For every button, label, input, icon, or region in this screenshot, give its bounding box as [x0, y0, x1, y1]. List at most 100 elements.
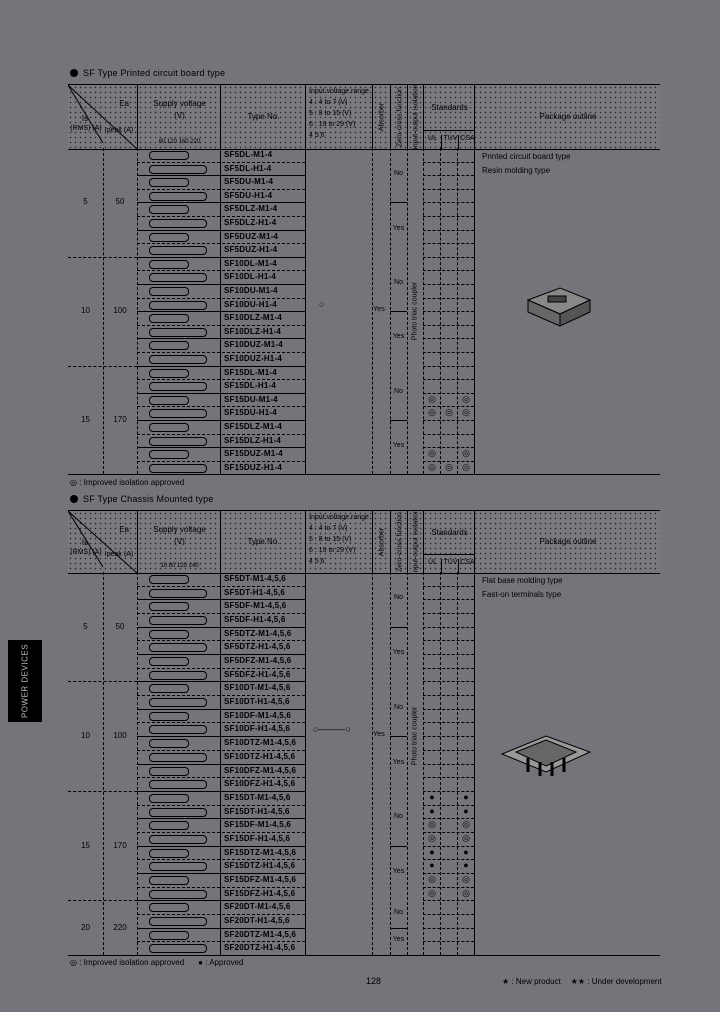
type-number[interactable]: SF20DT-H1-4,5,6 [224, 916, 290, 925]
row-divider [137, 433, 305, 435]
column-divider [390, 572, 391, 956]
zero-divider [390, 311, 407, 313]
type-number[interactable]: SF20DTZ-M1-4,5,6 [224, 929, 297, 939]
side-section-tab[interactable]: POWER DEVICES [8, 640, 42, 722]
input-input_cols: 4 5 6 [309, 132, 325, 139]
type-number[interactable]: SF5DFZ-M1-4,5,6 [224, 656, 292, 666]
type-number[interactable]: SF15DLZ-H1-4 [224, 435, 282, 445]
type-number[interactable]: SF10DF-H1-4,5,6 [224, 724, 291, 734]
type-number[interactable]: SF5DU-M1-4 [224, 177, 274, 187]
type-number[interactable]: SF5DF-M1-4,5,6 [224, 601, 287, 611]
type-number[interactable]: SF15DT-H1-4,5,6 [224, 806, 290, 816]
type-number[interactable]: SF10DTZ-M1-4,5,6 [224, 738, 297, 748]
group-is: 15 [81, 415, 90, 424]
std-row-divider [423, 338, 474, 340]
std-row-divider [423, 433, 474, 435]
chassis-package-drawing [500, 735, 592, 776]
type-number[interactable]: SF15DUZ-M1-4 [224, 449, 283, 459]
section-title-text: SF Type Chassis Mounted type [83, 494, 214, 504]
group-is: 10 [81, 731, 90, 741]
type-number[interactable]: SF15DTZ-M1-4,5,6 [224, 847, 297, 857]
row-divider [137, 599, 305, 601]
type-number[interactable]: SF10DU-M1-4 [224, 286, 278, 295]
supply-voltage-range-bar [149, 219, 207, 228]
std-row-divider [423, 804, 474, 806]
type-number[interactable]: SF5DLZ-H1-4 [224, 218, 277, 227]
type-number[interactable]: SF10DFZ-H1-4,5,6 [224, 779, 296, 789]
zero-cross-value: Yes [392, 442, 405, 450]
row-divider [137, 338, 305, 340]
std-row-divider [423, 790, 474, 792]
type-number[interactable]: SF15DFZ-H1-4,5,6 [224, 888, 296, 898]
type-number[interactable]: SF10DFZ-M1-4,5,6 [224, 765, 297, 775]
type-number[interactable]: SF10DT-H1-4,5,6 [224, 697, 290, 707]
absorber-value: Yes [373, 731, 385, 739]
type-number[interactable]: SF15DF-H1-4,5,6 [224, 833, 291, 843]
std-row-divider [423, 406, 474, 408]
row-divider [137, 365, 305, 367]
type-number[interactable]: SF5DFZ-H1-4,5,6 [224, 669, 291, 679]
header-ul: UL [428, 135, 437, 142]
header-ea: Ea [119, 525, 129, 534]
type-number[interactable]: SF5DL-M1-4 [224, 150, 273, 159]
header-absorber-text: Absorber [378, 102, 386, 132]
type-number[interactable]: SF15DL-M1-4 [224, 367, 277, 377]
zero-cross-value: No [394, 279, 403, 286]
row-divider [137, 270, 305, 272]
std-row-divider [423, 900, 474, 902]
header-isolation-text: Input-output isolation [412, 84, 420, 150]
type-number[interactable]: SF5DT-H1-4,5,6 [224, 587, 286, 597]
std-row-divider [423, 379, 474, 381]
type-number[interactable]: SF10DF-M1-4,5,6 [224, 710, 292, 720]
type-number[interactable]: SF15DTZ-H1-4,5,6 [224, 861, 296, 871]
type-number[interactable]: SF15DFZ-M1-4,5,6 [224, 874, 297, 884]
supply-voltage-range-bar [149, 463, 207, 473]
type-number[interactable]: SF10DTZ-H1-4,5,6 [224, 751, 296, 761]
type-number[interactable]: SF10DT-M1-4,5,6 [224, 683, 291, 693]
type-number[interactable]: SF15DU-H1-4 [224, 408, 277, 418]
type-number[interactable]: SF10DUZ-H1-4 [224, 354, 282, 363]
type-number[interactable]: SF10DU-H1-4 [224, 299, 277, 309]
type-number[interactable]: SF15DT-M1-4,5,6 [224, 792, 291, 802]
type-number[interactable]: SF10DUZ-M1-4 [224, 340, 283, 350]
type-number[interactable]: SF15DUZ-H1-4 [224, 462, 282, 472]
type-number[interactable]: SF10DL-H1-4 [224, 272, 276, 282]
standard-mark-csa: ● [463, 846, 469, 857]
type-number[interactable]: SF5DUZ-H1-4 [224, 245, 278, 255]
type-number[interactable]: SF5DF-H1-4,5,6 [224, 615, 286, 625]
type-number[interactable]: SF10DLZ-H1-4 [224, 326, 282, 336]
type-number[interactable]: SF15DL-H1-4 [224, 381, 276, 391]
row-divider [137, 681, 305, 683]
type-number[interactable]: SF15DF-M1-4,5,6 [224, 820, 292, 830]
supply-ticks: 10 80 120 240 [160, 563, 199, 569]
std-row-divider [423, 749, 474, 751]
supply-voltage-range-bar [149, 232, 189, 242]
zero-cross-value: Yes [392, 936, 405, 944]
type-number[interactable]: SF10DL-M1-4 [224, 258, 277, 268]
type-number[interactable]: SF5DUZ-M1-4 [224, 231, 279, 241]
type-number[interactable]: SF15DU-M1-4 [224, 394, 278, 404]
type-number[interactable]: SF5DTZ-H1-4,5,6 [224, 642, 291, 652]
std-row-divider [423, 311, 474, 313]
type-number[interactable]: SF5DL-H1-4 [224, 163, 272, 173]
row-divider [137, 708, 305, 710]
type-number[interactable]: SF10DLZ-M1-4 [224, 313, 282, 323]
header-csa: CSA [458, 559, 476, 573]
type-number[interactable]: SF20DTZ-H1-4,5,6 [224, 943, 296, 953]
package-description: Fast-on terminals type [482, 590, 562, 599]
type-number[interactable]: SF20DT-M1-4,5,6 [224, 902, 291, 912]
type-number[interactable]: SF5DU-H1-4 [224, 190, 273, 200]
type-number[interactable]: SF5DTZ-M1-4,5,6 [224, 628, 292, 638]
type-number[interactable]: SF5DLZ-M1-4 [224, 204, 278, 214]
row-divider [137, 161, 305, 163]
supply-voltage-range-bar [149, 602, 189, 612]
std-row-divider [423, 352, 474, 353]
type-number[interactable]: SF15DLZ-M1-4 [224, 422, 282, 431]
std-row-divider [423, 256, 474, 258]
type-number[interactable]: SF5DT-M1-4,5,6 [224, 574, 286, 583]
